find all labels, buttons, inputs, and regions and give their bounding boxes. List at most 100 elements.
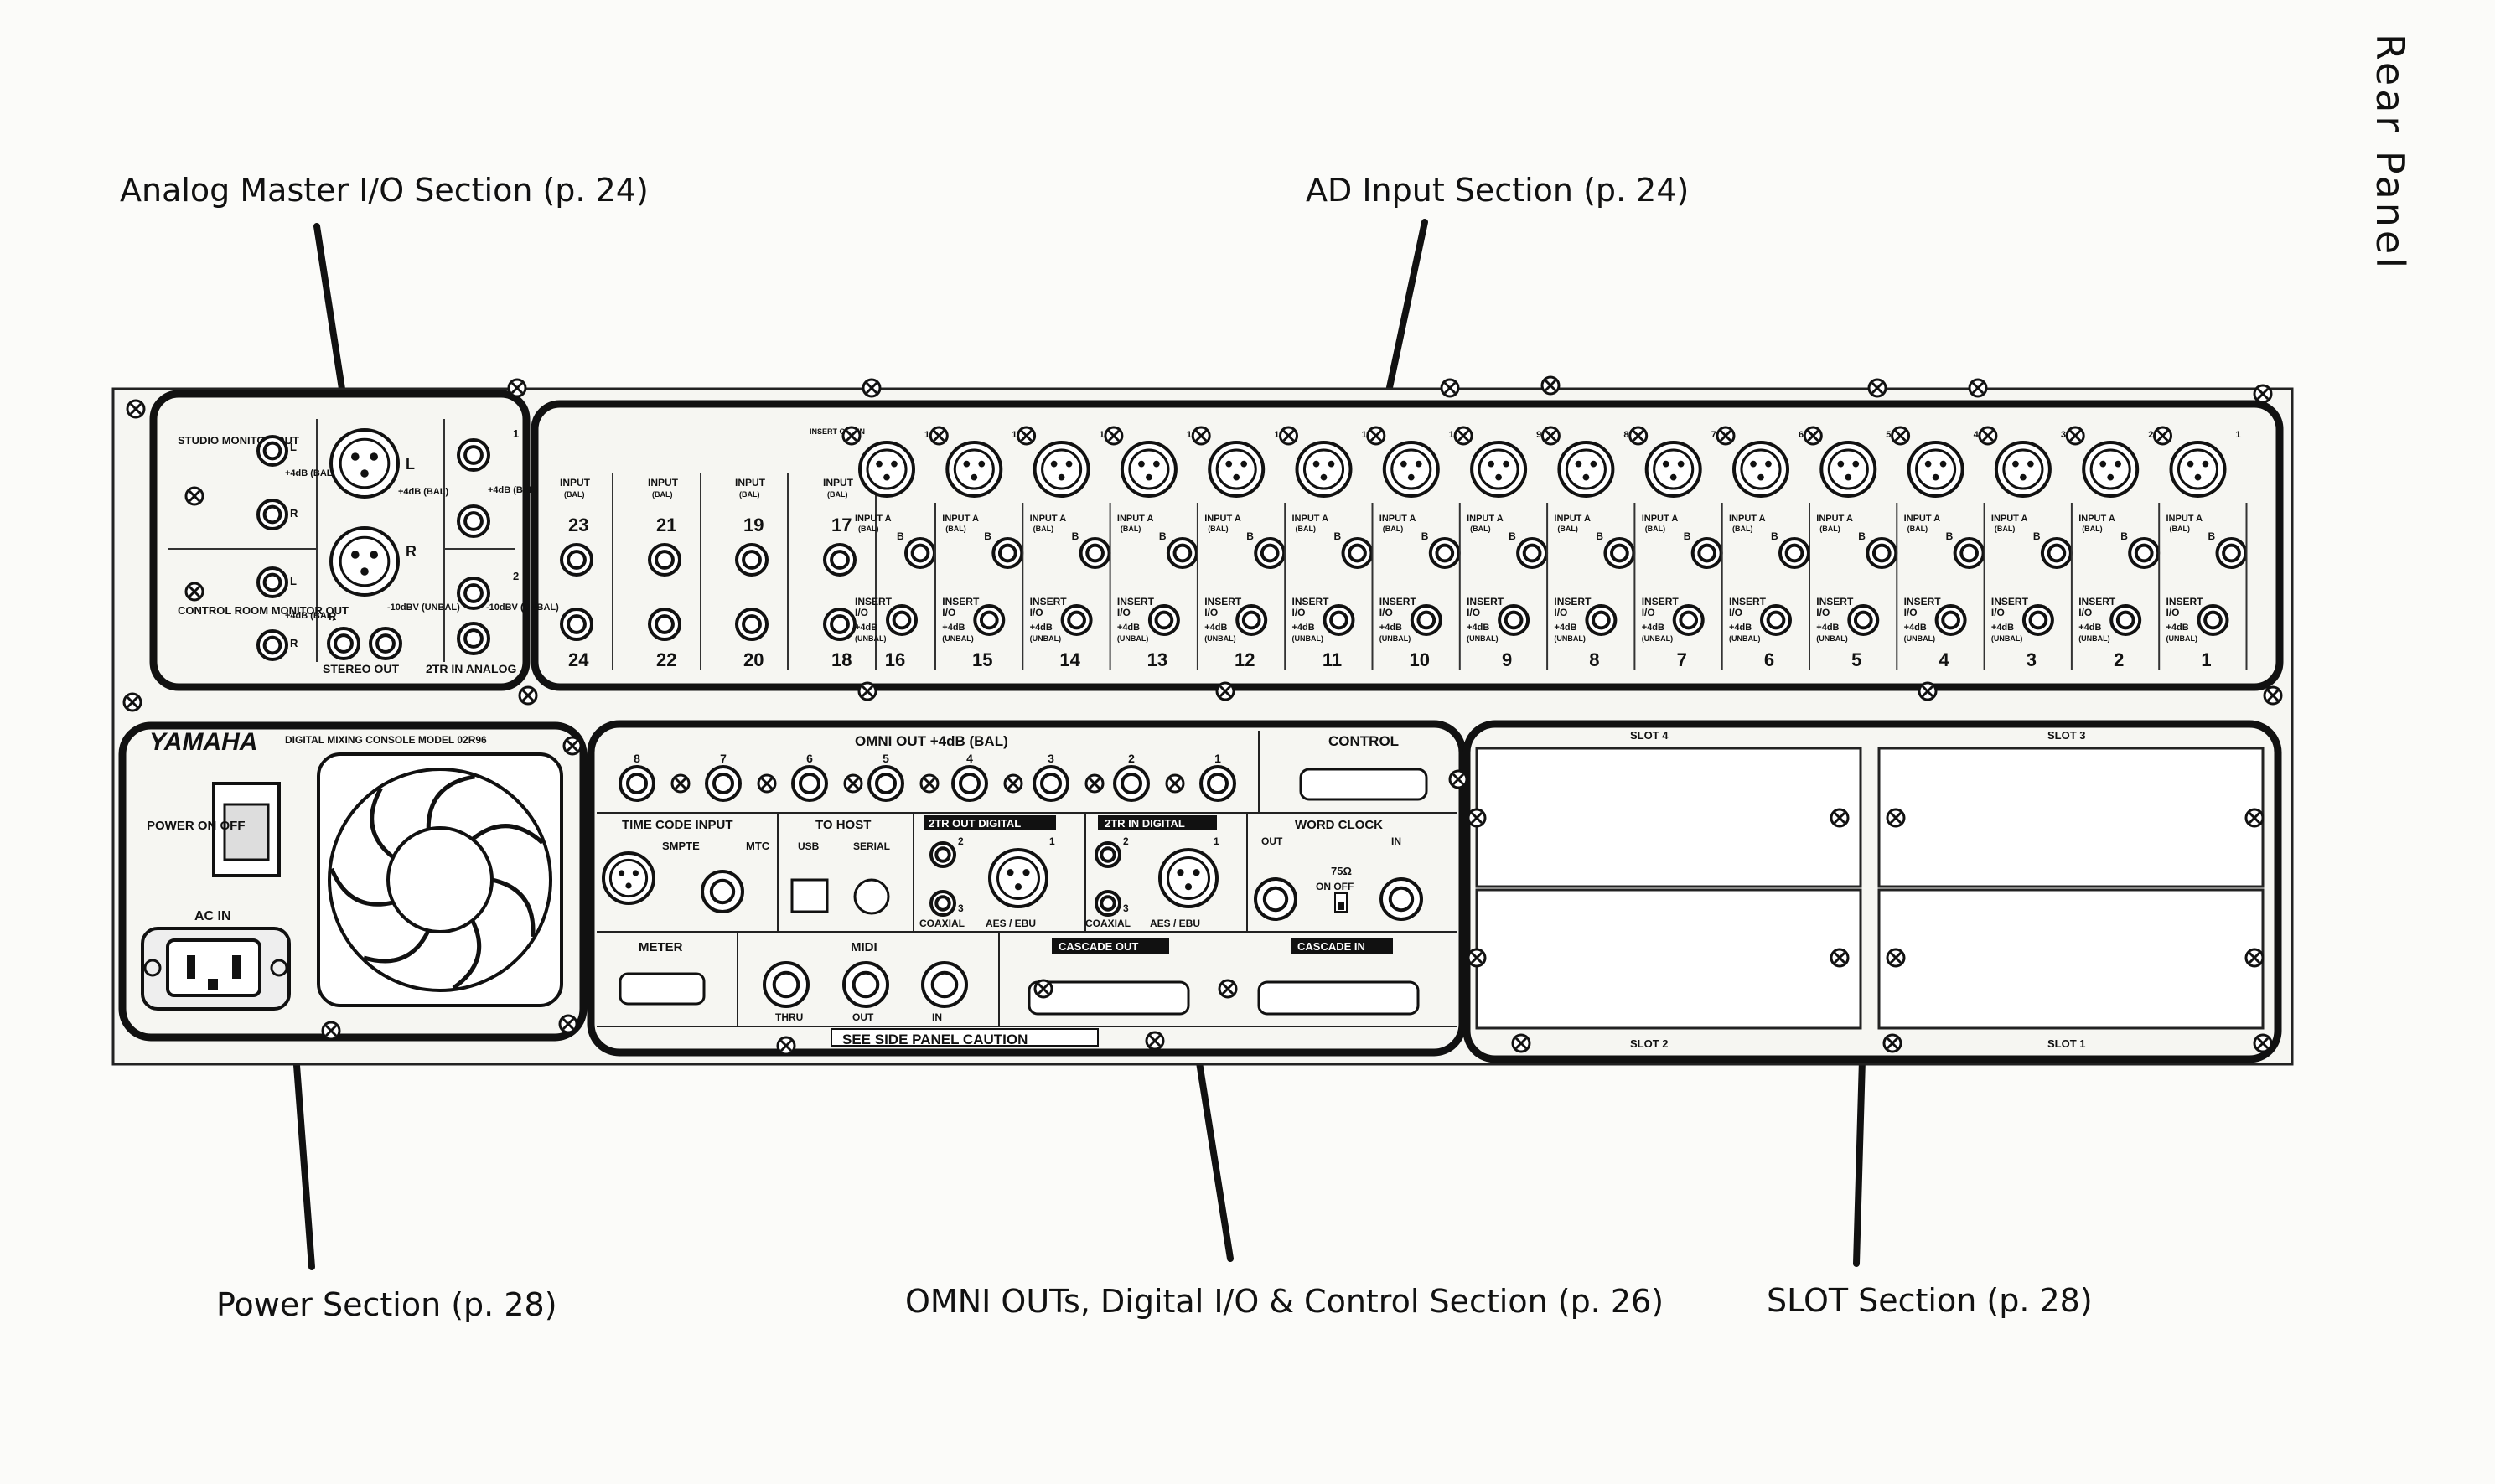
omni-out-jack-8[interactable] <box>619 765 655 802</box>
cascade-out-port[interactable] <box>1028 980 1190 1016</box>
input-a-xlr-8[interactable] <box>1557 441 1615 498</box>
coax-out-2-jack[interactable] <box>929 841 956 868</box>
aes-in-xlr[interactable] <box>1158 848 1219 908</box>
input-22-jack[interactable] <box>648 608 681 641</box>
insert-jack-9[interactable] <box>1498 604 1530 636</box>
insert-jack-3[interactable] <box>2021 604 2054 636</box>
insert-jack-11[interactable] <box>1323 604 1355 636</box>
input-b-jack-6[interactable] <box>1778 537 1810 569</box>
omni-out-jack-7[interactable] <box>705 765 742 802</box>
input-a-xlr-14[interactable] <box>1033 441 1090 498</box>
studio-monitor-r-jack[interactable] <box>256 499 288 530</box>
input-24-jack[interactable] <box>560 608 593 641</box>
input-a-xlr-4[interactable] <box>1907 441 1964 498</box>
input-17-jack[interactable] <box>823 543 857 577</box>
insert-jack-5[interactable] <box>1847 604 1880 636</box>
insert-jack-2[interactable] <box>2109 604 2142 636</box>
omni-out-jack-6[interactable] <box>791 765 828 802</box>
input-a-xlr-16[interactable] <box>858 441 915 498</box>
input-a-xlr-10[interactable] <box>1382 441 1440 498</box>
input-b-jack-12[interactable] <box>1254 537 1286 569</box>
screw <box>1867 378 1887 398</box>
input-b-jack-15[interactable] <box>991 537 1024 569</box>
smpte-xlr[interactable] <box>602 851 655 905</box>
insert-level-label: +4dB <box>1642 623 1664 633</box>
two-tr-in-1l-jack[interactable] <box>457 438 490 472</box>
input-18-jack[interactable] <box>823 608 857 641</box>
midi-out-din[interactable] <box>842 961 889 1008</box>
cascade-in-port[interactable] <box>1257 980 1420 1016</box>
input-a-xlr-15[interactable] <box>945 441 1003 498</box>
input-b-jack-14[interactable] <box>1079 537 1111 569</box>
input-b-jack-10[interactable] <box>1428 537 1461 569</box>
input-a-xlr-12[interactable] <box>1208 441 1266 498</box>
input-b-jack-3[interactable] <box>2040 537 2073 569</box>
insert-jack-7[interactable] <box>1672 604 1705 636</box>
insert-jack-13[interactable] <box>1147 604 1180 636</box>
input-a-xlr-5[interactable] <box>1819 441 1877 498</box>
insert-jack-14[interactable] <box>1060 604 1093 636</box>
input-21-jack[interactable] <box>648 543 681 577</box>
input-a-xlr-2[interactable] <box>2082 441 2140 498</box>
screw <box>757 773 777 794</box>
two-tr-in-2r-jack[interactable] <box>457 622 490 655</box>
channel-top-number: 6 <box>1799 430 1804 440</box>
input-b-jack-4[interactable] <box>1953 537 1985 569</box>
input-b-jack-5[interactable] <box>1866 537 1898 569</box>
input-b-jack-1[interactable] <box>2215 537 2248 569</box>
aes-out-xlr[interactable] <box>988 848 1048 908</box>
control-room-r-jack[interactable] <box>256 629 288 661</box>
meter-port[interactable] <box>619 972 706 1006</box>
coax-in-2-jack[interactable] <box>1095 841 1121 868</box>
input-20-jack[interactable] <box>735 608 769 641</box>
insert-jack-6[interactable] <box>1760 604 1792 636</box>
input-23-jack[interactable] <box>560 543 593 577</box>
input-b-jack-7[interactable] <box>1690 537 1723 569</box>
insert-jack-15[interactable] <box>973 604 1006 636</box>
input-b-jack-9[interactable] <box>1516 537 1549 569</box>
mtc-din[interactable] <box>701 870 744 913</box>
control-port[interactable] <box>1299 768 1428 801</box>
input-a-xlr-11[interactable] <box>1295 441 1353 498</box>
coax-out-3-jack[interactable] <box>929 890 956 917</box>
input-b-jack-13[interactable] <box>1166 537 1198 569</box>
insert-jack-4[interactable] <box>1934 604 1967 636</box>
input-a-xlr-3[interactable] <box>1994 441 2052 498</box>
input-b-jack-16[interactable] <box>904 537 936 569</box>
omni-out-jack-1[interactable] <box>1199 765 1236 802</box>
insert-jack-1[interactable] <box>2197 604 2229 636</box>
input-19-jack[interactable] <box>735 543 769 577</box>
input-a-xlr-1[interactable] <box>2169 441 2227 498</box>
stereo-out-l-xlr[interactable] <box>329 428 400 499</box>
omni-out-jack-5[interactable] <box>867 765 904 802</box>
two-tr-in-2l-jack[interactable] <box>457 577 490 610</box>
studio-monitor-l-jack[interactable] <box>256 435 288 467</box>
insert-jack-8[interactable] <box>1585 604 1618 636</box>
insert-jack-12[interactable] <box>1235 604 1268 636</box>
coax-in-3-jack[interactable] <box>1095 890 1121 917</box>
serial-port[interactable] <box>853 878 890 915</box>
stereo-out-r-jack[interactable] <box>369 627 402 660</box>
input-a-xlr-6[interactable] <box>1732 441 1789 498</box>
input-a-xlr-7[interactable] <box>1644 441 1702 498</box>
omni-out-jack-3[interactable] <box>1033 765 1069 802</box>
input-b-jack-2[interactable] <box>2128 537 2161 569</box>
stereo-out-r-xlr[interactable] <box>329 526 400 597</box>
screw <box>1830 948 1850 968</box>
midi-thru-din[interactable] <box>763 961 810 1008</box>
usb-port[interactable] <box>790 878 829 913</box>
insert-jack-16[interactable] <box>886 604 918 636</box>
midi-in-din[interactable] <box>921 961 968 1008</box>
two-tr-in-1r-jack[interactable] <box>457 504 490 538</box>
word-clock-out-bnc[interactable] <box>1254 877 1297 921</box>
input-a-xlr-9[interactable] <box>1470 441 1528 498</box>
stereo-out-l-jack[interactable] <box>327 627 360 660</box>
insert-jack-10[interactable] <box>1410 604 1442 636</box>
control-room-l-jack[interactable] <box>256 566 288 598</box>
input-b-jack-11[interactable] <box>1341 537 1374 569</box>
word-clock-in-bnc[interactable] <box>1379 877 1423 921</box>
omni-out-jack-2[interactable] <box>1113 765 1150 802</box>
omni-out-jack-4[interactable] <box>951 765 988 802</box>
input-b-jack-8[interactable] <box>1603 537 1636 569</box>
input-a-xlr-13[interactable] <box>1120 441 1178 498</box>
